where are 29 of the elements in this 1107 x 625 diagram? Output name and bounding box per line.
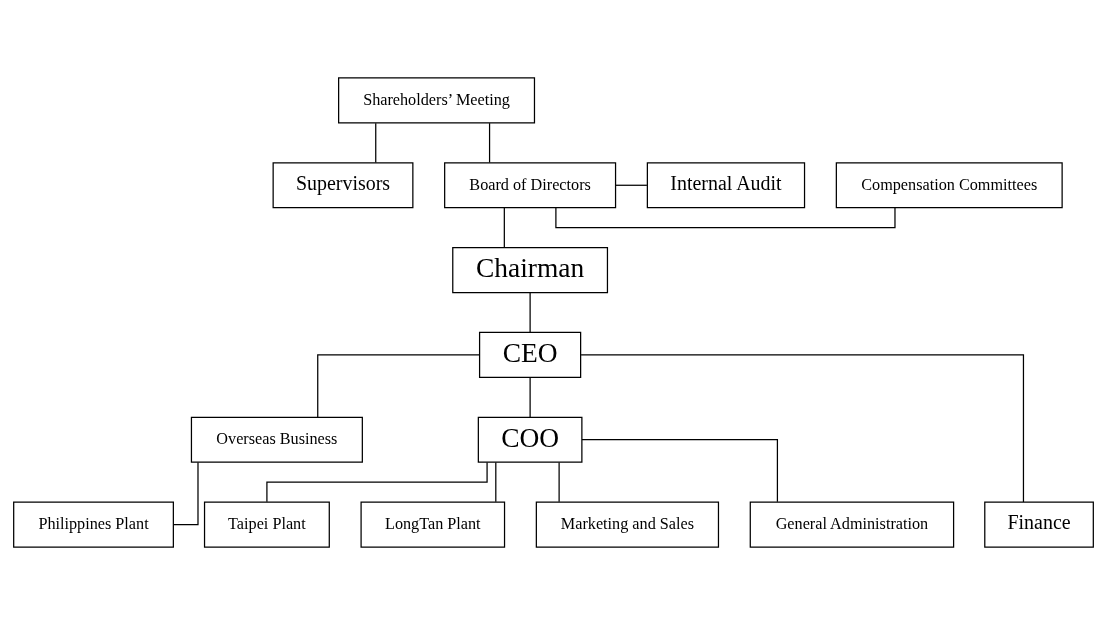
- connector: [580, 354, 1025, 503]
- node-box: COO: [477, 416, 583, 463]
- node-box: Supervisors: [272, 162, 414, 209]
- node-box: Finance: [984, 501, 1094, 548]
- node-box: Board of Directors: [444, 162, 617, 209]
- connector: [529, 292, 531, 333]
- connector: [615, 184, 648, 186]
- node-box: Philippines Plant: [13, 501, 174, 548]
- node-box: CEO: [478, 331, 582, 378]
- connector: [503, 207, 505, 248]
- connector: [495, 461, 497, 503]
- node-box: Taipei Plant: [203, 501, 330, 548]
- node-box: Internal Audit: [646, 162, 806, 209]
- node-box: Overseas Business: [190, 416, 363, 463]
- connector: [529, 377, 531, 418]
- connector: [266, 461, 488, 503]
- node-box: Chairman: [452, 247, 609, 294]
- connector: [173, 461, 199, 526]
- node-box: General Administration: [749, 501, 955, 548]
- connector: [488, 122, 491, 164]
- node-box: Compensation Committees: [835, 162, 1063, 209]
- connector: [555, 207, 896, 229]
- node-box: LongTan Plant: [360, 501, 506, 548]
- connector: [558, 461, 560, 503]
- node-box: Marketing and Sales: [535, 501, 720, 548]
- connector: [375, 122, 377, 164]
- connector: [317, 354, 480, 418]
- node-box: Shareholders’ Meeting: [338, 77, 536, 124]
- connector: [581, 439, 779, 503]
